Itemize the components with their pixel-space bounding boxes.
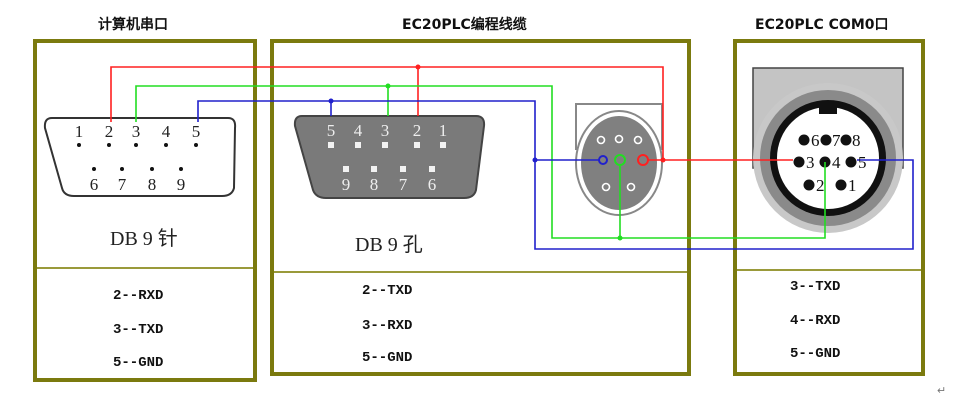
computer-pinout-txd: 3--TXD xyxy=(113,322,164,338)
svg-text:3: 3 xyxy=(381,121,390,140)
db9-female-label: DB 9 孔 xyxy=(355,234,423,256)
plc-port-title: EC20PLC COM0口 xyxy=(755,17,889,33)
panel-divider xyxy=(37,267,253,269)
svg-text:3: 3 xyxy=(132,122,141,141)
db9-male-pin-numbers: 1 2 3 4 5 6 7 8 9 xyxy=(75,122,201,194)
svg-text:4: 4 xyxy=(832,153,841,172)
svg-text:9: 9 xyxy=(342,175,351,194)
cable-title: EC20PLC编程线缆 xyxy=(402,17,527,33)
svg-text:4: 4 xyxy=(162,122,171,141)
plc-pinout-rxd: 4--RXD xyxy=(790,313,841,329)
svg-text:5: 5 xyxy=(858,153,867,172)
panel-divider xyxy=(274,271,687,273)
junction-dots xyxy=(328,64,666,241)
db9-male-label: DB 9 针 xyxy=(110,228,178,250)
mini-din-pin-numbers: 6 7 8 3 4 5 2 1 xyxy=(806,131,867,195)
svg-text:8: 8 xyxy=(852,131,861,150)
svg-text:8: 8 xyxy=(370,175,379,194)
svg-text:7: 7 xyxy=(118,175,127,194)
plc-pinout-gnd: 5--GND xyxy=(790,346,841,362)
wires xyxy=(110,66,914,250)
cable-pinout-gnd: 5--GND xyxy=(362,350,413,366)
svg-text:6: 6 xyxy=(811,131,820,150)
svg-text:2: 2 xyxy=(105,122,114,141)
svg-text:5: 5 xyxy=(327,121,336,140)
svg-text:1: 1 xyxy=(848,176,857,195)
db9-female-pin-numbers: 5 4 3 2 1 9 8 7 6 xyxy=(327,121,448,194)
svg-text:6: 6 xyxy=(90,175,99,194)
cable-pinout-txd: 2--TXD xyxy=(362,283,413,299)
svg-text:7: 7 xyxy=(832,131,841,150)
svg-text:6: 6 xyxy=(428,175,437,194)
db9-female-connector xyxy=(293,115,486,199)
computer-pinout-gnd: 5--GND xyxy=(113,355,164,371)
computer-pinout-rxd: 2--RXD xyxy=(113,288,164,304)
paragraph-mark: ↵ xyxy=(937,385,947,397)
svg-text:9: 9 xyxy=(177,175,186,194)
computer-port-title: 计算机串口 xyxy=(98,17,168,33)
cable-pinout-rxd: 3--RXD xyxy=(362,318,413,334)
svg-text:1: 1 xyxy=(439,121,448,140)
svg-text:5: 5 xyxy=(192,122,201,141)
svg-text:3: 3 xyxy=(806,153,815,172)
mini-din-plc-socket xyxy=(752,67,904,233)
svg-text:7: 7 xyxy=(399,175,408,194)
svg-text:1: 1 xyxy=(75,122,84,141)
svg-text:2: 2 xyxy=(413,121,422,140)
panel-divider xyxy=(737,269,921,271)
svg-text:4: 4 xyxy=(354,121,363,140)
mini-din-cable-connector xyxy=(575,103,663,216)
db9-male-connector xyxy=(43,117,237,197)
svg-text:8: 8 xyxy=(148,175,157,194)
svg-text:2: 2 xyxy=(816,176,825,195)
plc-pinout-txd: 3--TXD xyxy=(790,279,841,295)
computer-port-panel xyxy=(33,39,257,382)
